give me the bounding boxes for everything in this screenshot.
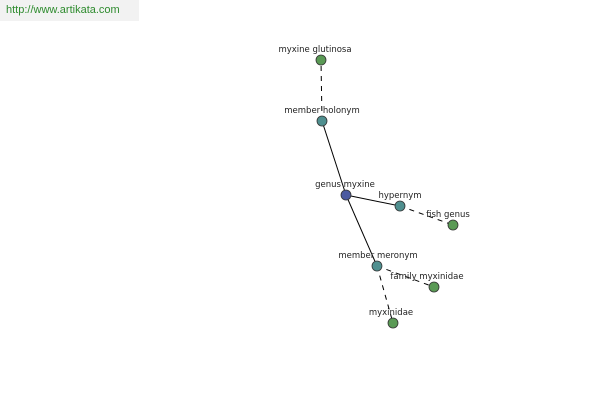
- node-dot-center[interactable]: [340, 189, 352, 201]
- node-label-fishgenus[interactable]: fish genus: [426, 210, 470, 220]
- node-family[interactable]: family myxinidae: [390, 272, 464, 293]
- node-center[interactable]: genus myxine: [315, 180, 375, 201]
- node-label-glutinosa[interactable]: myxine glutinosa: [278, 45, 351, 55]
- edge-center-hypernym: [345, 194, 401, 207]
- edge-holonym-glutinosa: [320, 59, 323, 122]
- node-label-holonym[interactable]: member holonym: [284, 106, 359, 116]
- nodes-layer: genus myxine member holonym myxine glutino…: [278, 45, 470, 329]
- node-label-myxinidae[interactable]: myxinidae: [369, 308, 413, 318]
- edge-center-holonym: [321, 120, 347, 196]
- node-label-meronym[interactable]: member meronym: [338, 251, 417, 261]
- node-myxinidae[interactable]: myxinidae: [369, 308, 413, 329]
- node-dot-holonym[interactable]: [316, 115, 328, 127]
- node-label-hypernym[interactable]: hypernym: [378, 191, 421, 201]
- node-dot-fishgenus[interactable]: [447, 219, 459, 231]
- node-label-center[interactable]: genus myxine: [315, 180, 375, 190]
- edge-meronym-family: [376, 265, 435, 288]
- node-holonym[interactable]: member holonym: [284, 106, 360, 127]
- node-dot-myxinidae[interactable]: [387, 317, 399, 329]
- node-glutinosa[interactable]: myxine glutinosa: [278, 45, 352, 66]
- node-dot-meronym[interactable]: [371, 260, 383, 272]
- node-fishgenus[interactable]: fish genus: [426, 210, 470, 231]
- node-meronym[interactable]: member meronym: [338, 251, 418, 272]
- node-label-family[interactable]: family myxinidae: [390, 272, 463, 282]
- node-hypernym[interactable]: hypernym: [378, 191, 422, 212]
- edges-layer: [320, 59, 454, 324]
- watermark-url-text[interactable]: http://www.artikata.com: [6, 4, 120, 16]
- node-dot-hypernym[interactable]: [394, 200, 406, 212]
- watermark-url[interactable]: http://www.artikata.com: [0, 0, 139, 21]
- node-dot-family[interactable]: [428, 281, 440, 293]
- node-dot-glutinosa[interactable]: [315, 54, 327, 66]
- edge-center-meronym: [345, 194, 378, 267]
